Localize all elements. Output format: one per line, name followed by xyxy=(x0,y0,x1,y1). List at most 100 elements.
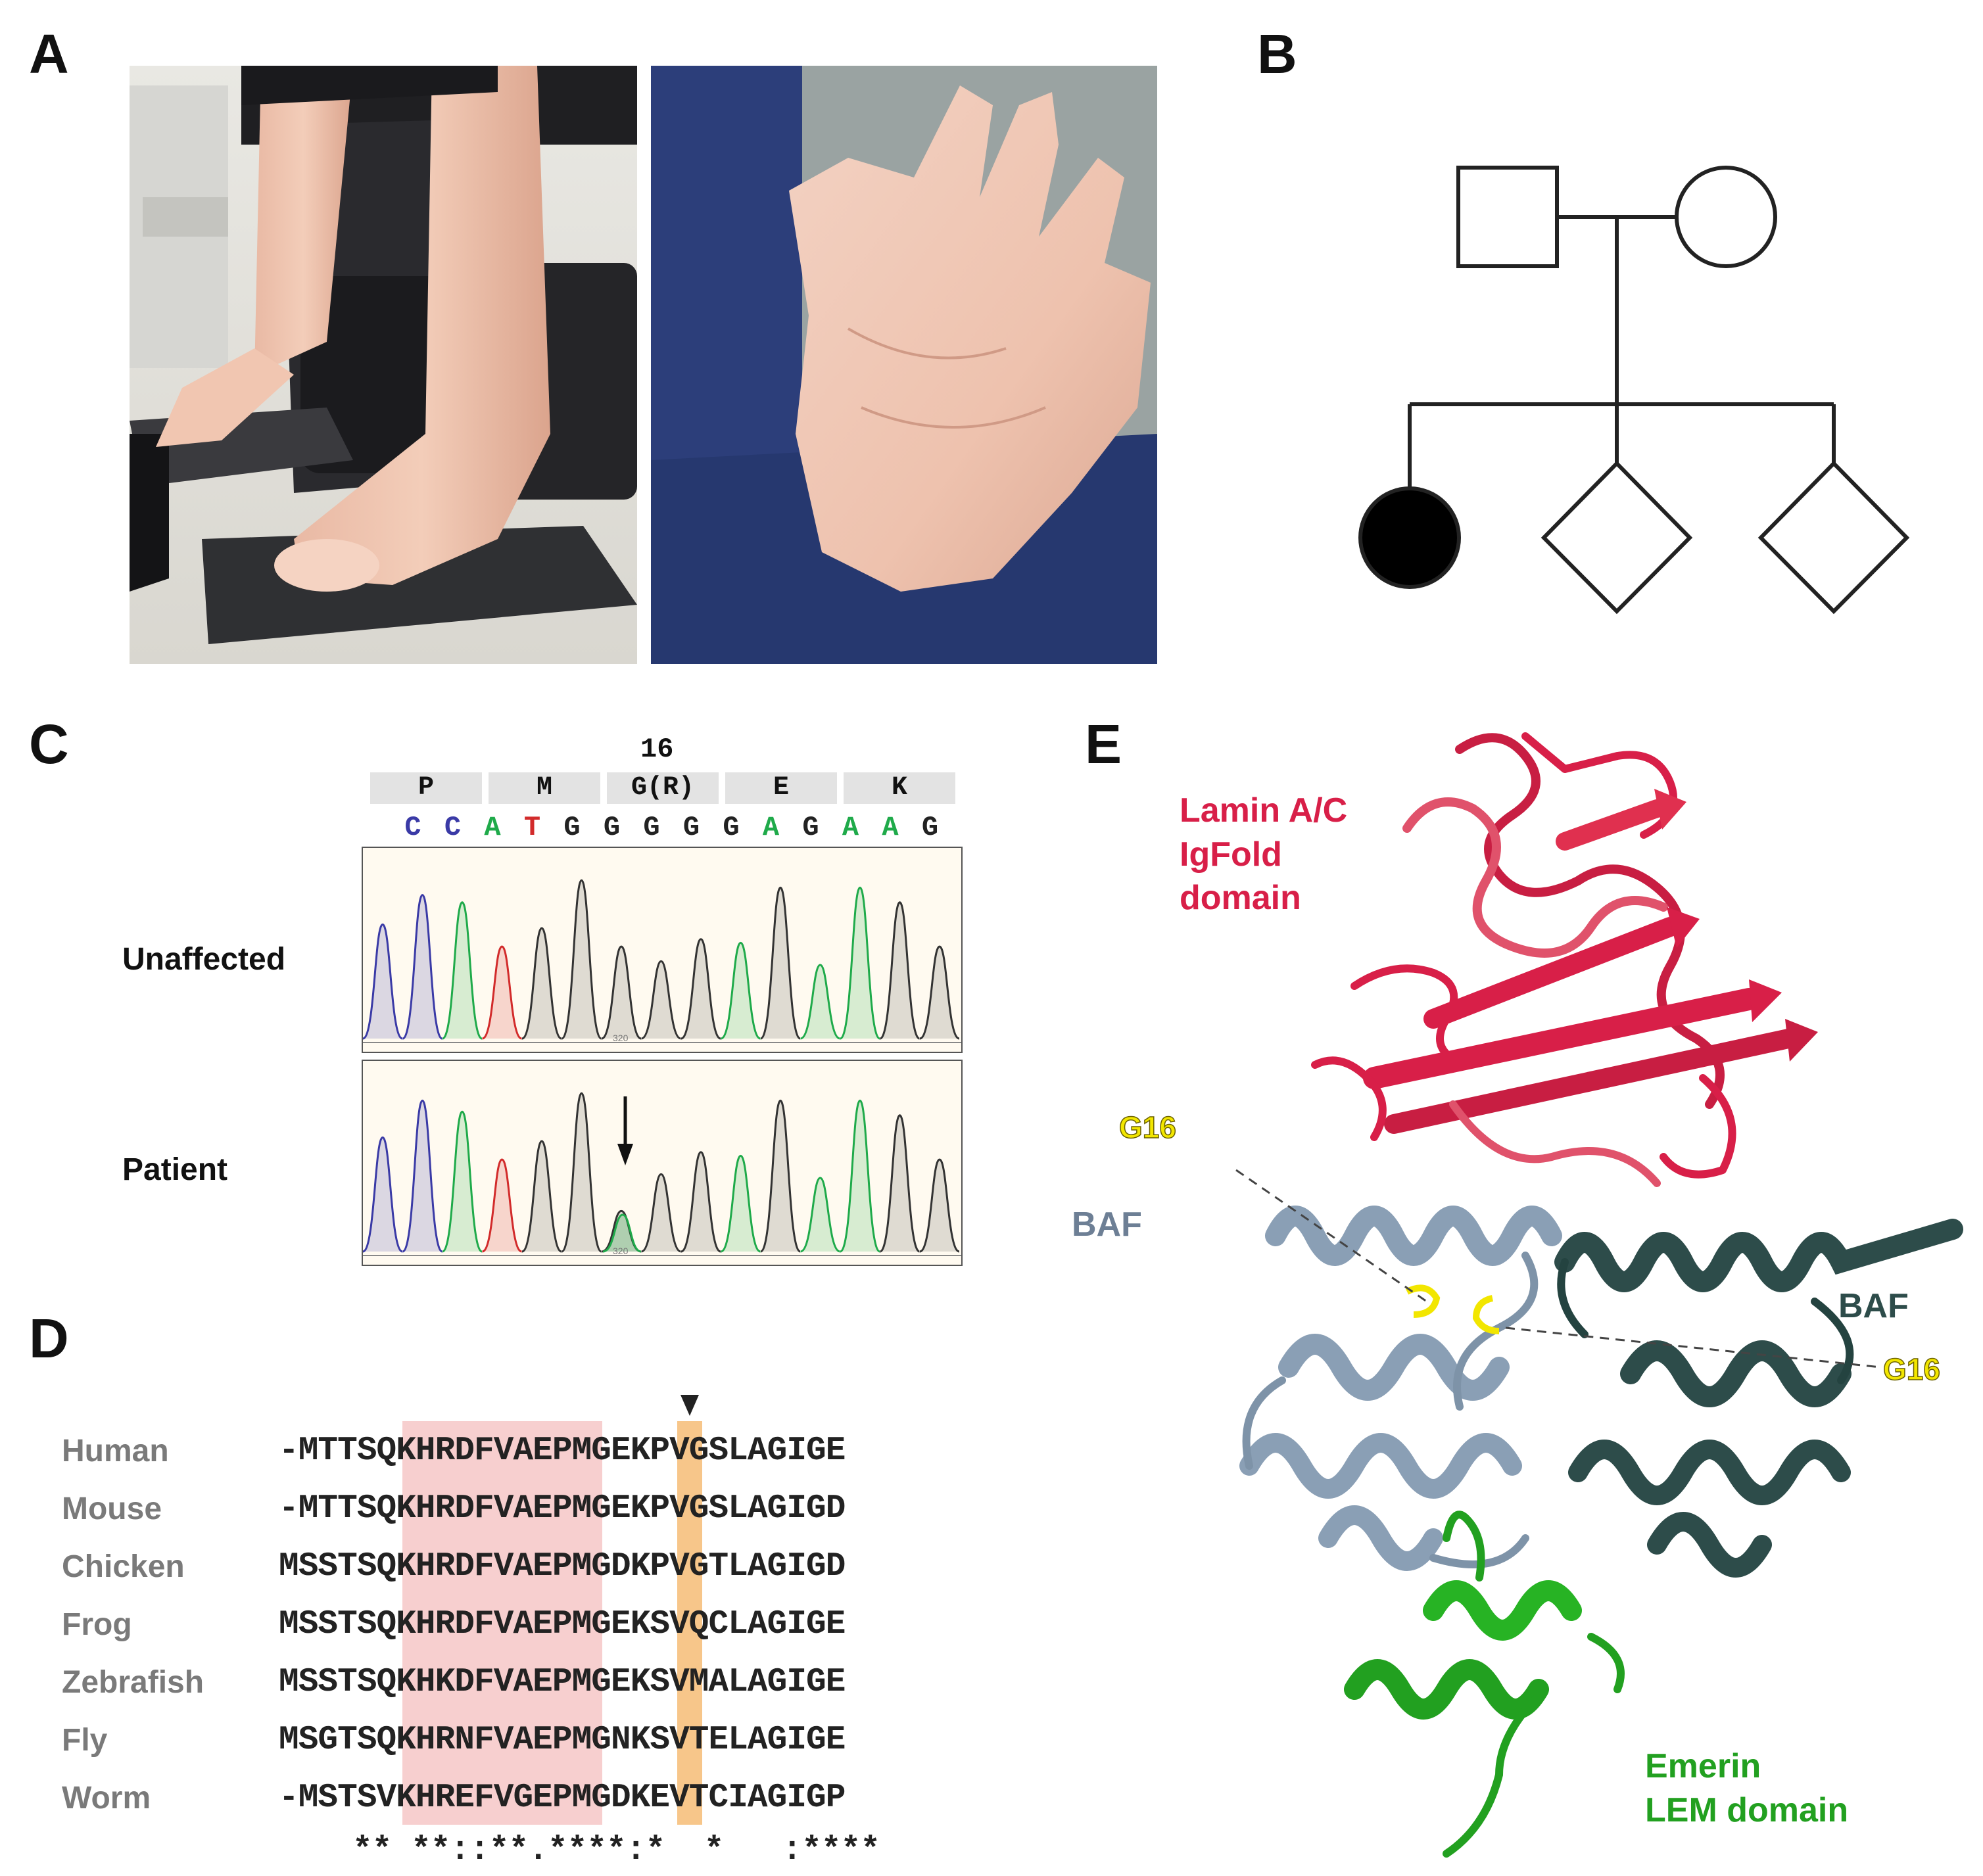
base-call: G xyxy=(643,812,660,843)
affected-daughter-symbol xyxy=(1358,486,1461,589)
chromatogram-unaffected: 320 xyxy=(362,847,963,1053)
trace-peak xyxy=(879,1114,920,1253)
panel-label-a: A xyxy=(29,23,69,85)
trace-peak xyxy=(640,1173,682,1253)
codon-position-label: 16 xyxy=(640,734,674,765)
trace-peak xyxy=(919,945,960,1040)
base-call: G xyxy=(603,812,621,843)
seq-chicken: MSSTSQKHRDFVAEPMGDKPVGTLAGIGD xyxy=(279,1548,846,1585)
codon-box-1: P xyxy=(370,772,482,804)
mother-symbol xyxy=(1675,166,1777,268)
chromatogram-patient: 320 xyxy=(362,1060,963,1266)
base-call: T xyxy=(523,812,541,843)
baf-right-structure xyxy=(1554,1219,1963,1578)
trace-peak xyxy=(402,1099,443,1253)
base-call: A xyxy=(484,812,501,843)
species-worm: Worm xyxy=(62,1781,151,1816)
seq-fly: MSGTSQKHRNFVAEPMGNKSVTELAGIGE xyxy=(279,1722,846,1759)
base-call: C xyxy=(404,812,421,843)
seq-frog: MSSTSQKHRDFVAEPMGEKSVQCLAGIGE xyxy=(279,1606,846,1643)
mutation-arrow-icon xyxy=(615,1096,635,1172)
trace-peak xyxy=(720,941,761,1040)
photo-feet xyxy=(130,66,637,664)
trace-peak xyxy=(919,1158,960,1253)
g16-stick-right xyxy=(1472,1295,1500,1334)
trace-peak xyxy=(481,1158,523,1253)
trace-peak xyxy=(521,1140,562,1253)
scale-tick-label: 320 xyxy=(613,1246,629,1256)
trace-peak xyxy=(759,1099,801,1253)
protein-structure xyxy=(1235,732,1963,1858)
trace-peak xyxy=(800,1177,841,1253)
patient-label: Patient xyxy=(122,1152,228,1187)
trace-peak xyxy=(481,945,523,1040)
species-zebrafish: Zebrafish xyxy=(62,1665,204,1700)
g16-stick-left xyxy=(1405,1284,1441,1318)
species-fly: Fly xyxy=(62,1723,108,1758)
g16-label-right: G16 xyxy=(1882,1351,1940,1387)
base-call: G xyxy=(563,812,581,843)
panel-label-b: B xyxy=(1257,23,1297,85)
photo-hand xyxy=(651,66,1157,664)
trace-peak xyxy=(402,894,443,1040)
seq-human: -MTTSQKHRDFVAEPMGEKPVGSLAGIGE xyxy=(279,1432,846,1470)
trace-peak xyxy=(800,964,841,1040)
base-call: G xyxy=(921,812,939,843)
conservation-row: ** **::**.****:* * :**** xyxy=(352,1832,880,1869)
trace-peak xyxy=(442,1110,483,1253)
codon-box-4: E xyxy=(725,772,837,804)
father-symbol xyxy=(1456,166,1559,268)
lamin-label: Lamin A/C IgFold domain xyxy=(1180,791,1348,918)
trace-peak xyxy=(640,960,682,1040)
base-call: G xyxy=(682,812,700,843)
g16-column-highlight xyxy=(677,1421,702,1825)
panel-label-d: D xyxy=(29,1307,69,1369)
base-call: A xyxy=(882,812,899,843)
base-call: A xyxy=(762,812,780,843)
seq-worm: -MSTSVKHREFVGEPMGDKEVTCIAGIGP xyxy=(279,1779,846,1817)
lamin-igfold-structure xyxy=(1311,732,1818,1187)
trace-peak xyxy=(521,927,562,1040)
pedigree-chart xyxy=(1358,166,1910,615)
seq-mouse: -MTTSQKHRDFVAEPMGEKPVGSLAGIGD xyxy=(279,1490,846,1528)
species-mouse: Mouse xyxy=(62,1491,162,1526)
baf-left-structure xyxy=(1239,1206,1562,1571)
base-call: G xyxy=(723,812,740,843)
baf-label-right: BAF xyxy=(1838,1287,1909,1325)
trace-peak xyxy=(681,938,721,1040)
g16-label-left: G16 xyxy=(1118,1110,1176,1145)
emerin-label: Emerin LEM domain xyxy=(1645,1747,1849,1829)
trace-peak xyxy=(601,945,642,1040)
trace-peak xyxy=(442,901,483,1040)
trace-peak xyxy=(720,1154,761,1253)
codon-box-5: K xyxy=(844,772,955,804)
emerin-lem-structure xyxy=(1344,1511,1625,1858)
species-chicken: Chicken xyxy=(62,1549,185,1584)
codon-box-3: G(R) xyxy=(607,772,719,804)
trace-peak xyxy=(362,923,403,1040)
panel-label-c: C xyxy=(29,713,69,775)
trace-peak xyxy=(759,886,801,1040)
trace-peak xyxy=(362,1136,403,1253)
trace-peak-mutant xyxy=(602,1213,642,1253)
base-call: A xyxy=(842,812,859,843)
g16-marker-icon xyxy=(679,1394,700,1420)
trace-peak xyxy=(681,1151,721,1253)
scale-tick-label: 320 xyxy=(613,1033,629,1043)
base-call: G xyxy=(802,812,819,843)
codon-box-2: M xyxy=(489,772,600,804)
species-frog: Frog xyxy=(62,1607,132,1642)
lem-region-highlight xyxy=(402,1421,602,1825)
species-human: Human xyxy=(62,1434,169,1468)
seq-zebrafish: MSSTSQKHKDFVAEPMGEKSVMALAGIGE xyxy=(279,1664,846,1701)
trace-peak xyxy=(561,879,602,1040)
panel-label-e: E xyxy=(1085,713,1122,775)
sibling-symbol-2 xyxy=(1757,460,1910,615)
sibling-symbol-1 xyxy=(1541,460,1693,615)
unaffected-label: Unaffected xyxy=(122,942,286,977)
trace-peak xyxy=(879,901,920,1040)
trace-peak xyxy=(561,1092,602,1253)
base-call: C xyxy=(444,812,462,843)
trace-peak xyxy=(839,886,881,1040)
baf-label-left: BAF xyxy=(1072,1206,1142,1244)
